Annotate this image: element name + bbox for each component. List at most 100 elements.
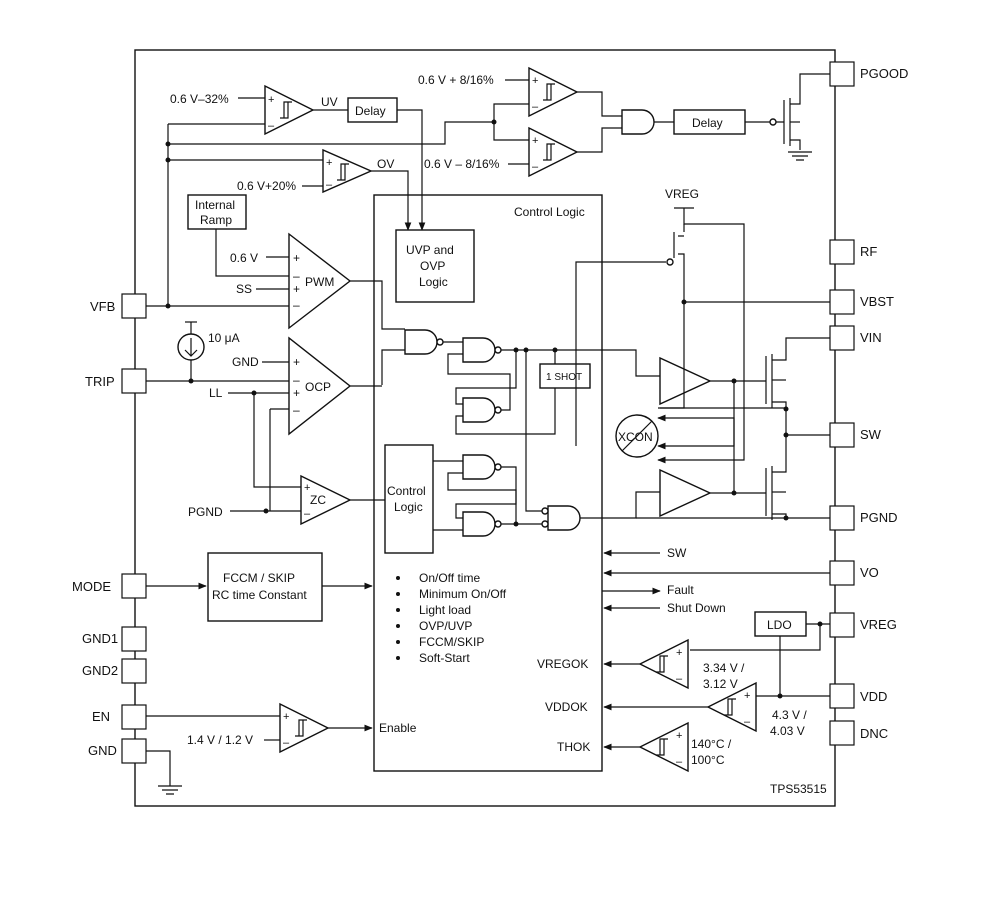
pin-vin [829, 325, 855, 351]
pwm-label: PWM [305, 275, 334, 289]
fccm-line2: RC time Constant [212, 588, 307, 602]
ov-threshold-label: 0.6 V+20% [237, 179, 296, 193]
pin-gnd2 [121, 658, 147, 684]
gate-and [547, 505, 581, 531]
vregok-label: VREGOK [537, 657, 588, 671]
ocp-gnd-label: GND [232, 355, 259, 369]
control-logic-title: Control Logic [514, 205, 585, 219]
pwm-comparator: + – + – [288, 232, 352, 330]
pin-rf [829, 239, 855, 265]
high-side-driver [659, 356, 712, 406]
fccm-box [207, 552, 323, 622]
svg-text:+: + [676, 647, 682, 659]
vregok-comparator: + – [638, 638, 689, 690]
svg-text:+: + [268, 94, 274, 106]
pg-high-label: 0.6 V + 8/16% [418, 73, 494, 87]
ramp-line1: Internal [195, 198, 235, 212]
svg-text:+: + [532, 135, 538, 147]
pin-sw-label: SW [860, 427, 882, 442]
pin-pgood-label: PGOOD [860, 66, 908, 81]
latch-nand-2 [462, 397, 496, 423]
pin-vin-label: VIN [860, 330, 882, 345]
thok-th-line1: 140°C / [691, 737, 732, 751]
pgood-delay-label: Delay [692, 116, 723, 130]
ov-comparator: + – [322, 148, 373, 194]
vddok-label: VDDOK [545, 700, 588, 714]
zc-label: ZC [310, 493, 326, 507]
pin-en [121, 704, 147, 730]
shutdown-label: Shut Down [667, 601, 726, 615]
latch-nand-3 [462, 454, 496, 480]
svg-text:–: – [293, 403, 300, 417]
high-side-mosfet [760, 337, 830, 435]
pin-vfb-label: VFB [90, 299, 115, 314]
internal-ramp-box [187, 194, 247, 230]
zc-comparator: + – [300, 474, 352, 526]
pin-vfb [121, 293, 147, 319]
uv-comparator: + – [264, 84, 315, 136]
pin-gnd1-label: GND1 [82, 631, 118, 646]
svg-text:–: – [326, 179, 333, 191]
svg-text:+: + [532, 75, 538, 87]
pin-gnd-label: GND [88, 743, 117, 758]
pg-low-label: 0.6 V – 8/16% [424, 157, 500, 171]
pin-gnd [121, 738, 147, 764]
thok-th-line2: 100°C [691, 753, 725, 767]
svg-text:+: + [326, 157, 332, 169]
svg-text:–: – [293, 269, 300, 283]
uvp-ovp-line3: Logic [419, 275, 448, 289]
pin-vdd [829, 683, 855, 709]
svg-text:–: – [283, 737, 290, 749]
svg-text:–: – [532, 101, 539, 113]
feature-4: OVP/UVP [419, 619, 472, 633]
svg-text:–: – [744, 716, 751, 728]
svg-text:+: + [293, 355, 300, 369]
svg-text:–: – [532, 161, 539, 173]
vregok-th-line2: 3.12 V [703, 677, 738, 691]
svg-text:+: + [293, 251, 300, 265]
latch-nand-1 [462, 337, 496, 363]
vddok-comparator: + – [706, 681, 757, 733]
pin-trip [121, 368, 147, 394]
svg-text:+: + [283, 711, 289, 723]
svg-text:+: + [293, 386, 300, 400]
small-control-line2: Logic [394, 500, 423, 514]
enable-label: Enable [379, 721, 417, 735]
uv-label: UV [321, 95, 338, 109]
svg-text:–: – [293, 298, 300, 312]
pgood-low-comparator: + – [528, 126, 579, 178]
uvp-ovp-logic-box [395, 229, 475, 303]
vregok-th-line1: 3.34 V / [703, 661, 745, 675]
svg-text:–: – [304, 508, 311, 520]
pin-dnc-label: DNC [860, 726, 888, 741]
xcon-label: XCON [618, 430, 653, 444]
svg-text:+: + [293, 282, 300, 296]
pwm-06v-label: 0.6 V [230, 251, 258, 265]
ground-symbol [146, 750, 182, 795]
pgood-and-gate [621, 109, 655, 135]
pin-en-label: EN [92, 709, 110, 724]
svg-text:–: – [293, 373, 300, 387]
low-side-driver [659, 468, 712, 518]
uvp-ovp-line2: OVP [420, 259, 445, 273]
pin-vo [829, 560, 855, 586]
pgood-mosfet [776, 73, 830, 161]
pin-mode-label: MODE [72, 579, 111, 594]
pin-pgnd-label: PGND [860, 510, 898, 525]
pin-rf-label: RF [860, 244, 877, 259]
ll-label: LL [209, 386, 223, 400]
current-label: 10 μA [208, 331, 240, 345]
latch-nand-4 [462, 511, 496, 537]
one-shot-label: 1 SHOT [546, 372, 582, 383]
part-number: TPS53515 [770, 782, 827, 796]
pin-trip-label: TRIP [85, 374, 115, 389]
ocp-label: OCP [305, 380, 331, 394]
uv-delay-label: Delay [355, 104, 386, 118]
ss-label: SS [236, 282, 252, 296]
thok-comparator: + – [638, 721, 689, 773]
ocp-comparator: + – + – [288, 336, 352, 436]
pin-pgood [829, 61, 855, 87]
pwm-nand-gate [404, 329, 438, 355]
svg-text:–: – [676, 673, 683, 685]
